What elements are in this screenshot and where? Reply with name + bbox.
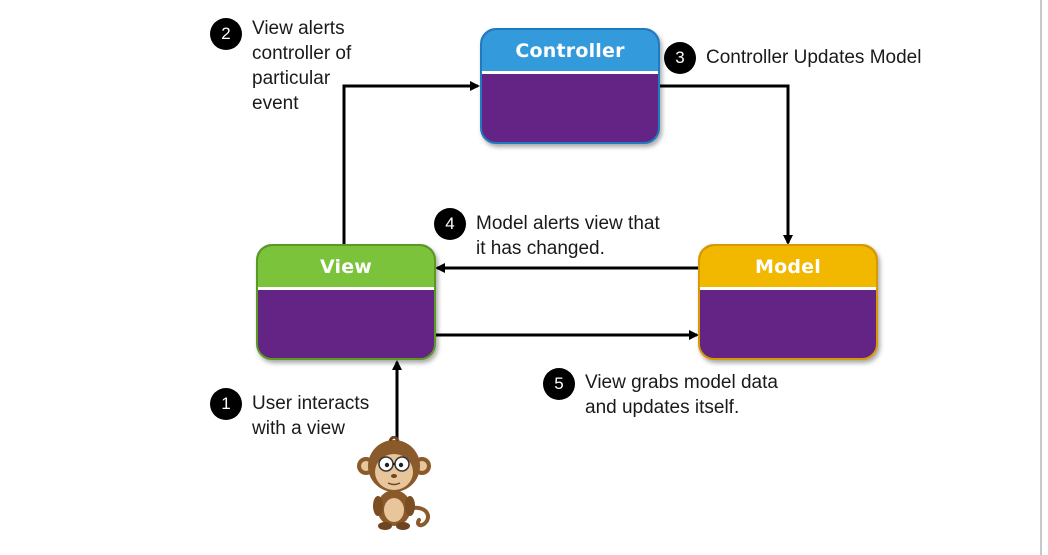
step-3-text: Controller Updates Model	[706, 47, 922, 68]
controller-box: Controller	[480, 28, 660, 144]
view-header: View	[258, 246, 434, 290]
step-4-annotation: 4 Model alerts view that it has changed.	[434, 208, 660, 261]
arrow-controller-to-model	[660, 84, 793, 245]
step-2-badge: 2	[210, 18, 242, 50]
step-1-badge: 1	[210, 388, 242, 420]
step-4-text: Model alerts view that it has changed.	[476, 213, 660, 259]
controller-label: Controller	[515, 39, 625, 62]
model-header: Model	[700, 246, 876, 290]
controller-header: Controller	[482, 30, 658, 74]
model-box: Model	[698, 244, 878, 360]
step-4-badge: 4	[434, 208, 466, 240]
step-1-annotation: 1 User interacts with a view	[210, 388, 369, 441]
step-3-badge: 3	[664, 42, 696, 74]
step-5-annotation: 5 View grabs model data and updates itse…	[543, 368, 778, 420]
step-2-annotation: 2 View alerts controller of particular e…	[210, 18, 351, 116]
monkey-icon	[357, 436, 431, 530]
model-label: Model	[755, 255, 821, 278]
step-5-text: View grabs model data and updates itself…	[585, 372, 778, 418]
step-5-badge: 5	[543, 368, 575, 400]
arrow-view-to-controller	[342, 81, 480, 244]
page-right-border	[1040, 0, 1042, 555]
step-1-text: User interacts with a view	[252, 393, 370, 439]
step-3-annotation: 3 Controller Updates Model	[664, 42, 921, 74]
step-2-text: View alerts controller of particular eve…	[252, 18, 352, 114]
view-label: View	[319, 255, 373, 278]
view-box: View	[256, 244, 436, 360]
